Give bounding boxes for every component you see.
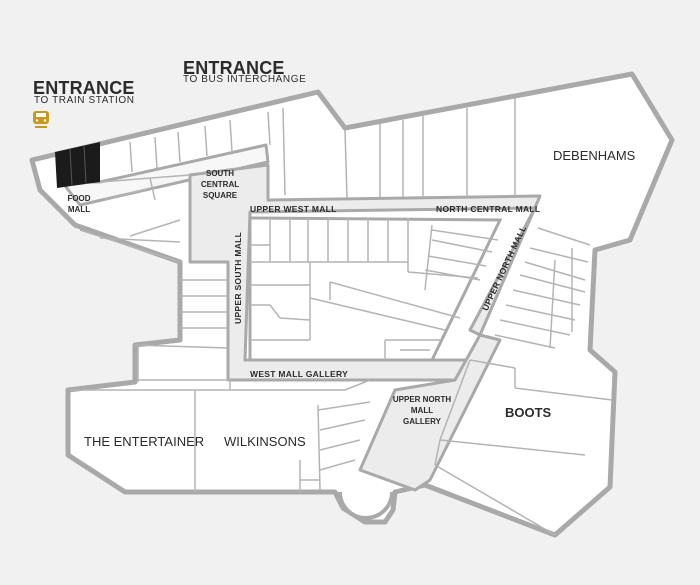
- train-entrance-title: ENTRANCE: [33, 78, 135, 98]
- unit-dividers: [70, 98, 613, 536]
- store-debenhams[interactable]: DEBENHAMS: [553, 148, 636, 163]
- area-upper-south-mall: UPPER SOUTH MALL: [233, 231, 243, 324]
- rotunda: [338, 491, 394, 520]
- area-food-mall: FOOD MALL: [67, 194, 91, 214]
- bus-entrance-title: ENTRANCE: [183, 58, 285, 78]
- train-entrance-subtitle: TO TRAIN STATION: [34, 95, 135, 106]
- central-block: [248, 216, 503, 362]
- store-boots[interactable]: BOOTS: [505, 405, 552, 420]
- bus-entrance-subtitle: TO BUS INTERCHANGE: [183, 74, 307, 85]
- store-the-entertainer[interactable]: THE ENTERTAINER: [84, 434, 205, 449]
- area-west-mall-gallery: WEST MALL GALLERY: [250, 369, 349, 379]
- area-north-central-mall: NORTH CENTRAL MALL: [436, 204, 541, 214]
- area-upper-west-mall: UPPER WEST MALL: [250, 204, 337, 214]
- area-south-central-square: SOUTH CENTRAL SQUARE: [200, 169, 240, 200]
- store-wilkinsons[interactable]: WILKINSONS: [224, 434, 306, 449]
- food-mall-highlight[interactable]: [55, 142, 100, 188]
- train-icon: [33, 111, 49, 128]
- area-upper-north-mall-gallery: UPPER NORTH MALL GALLERY: [392, 395, 452, 426]
